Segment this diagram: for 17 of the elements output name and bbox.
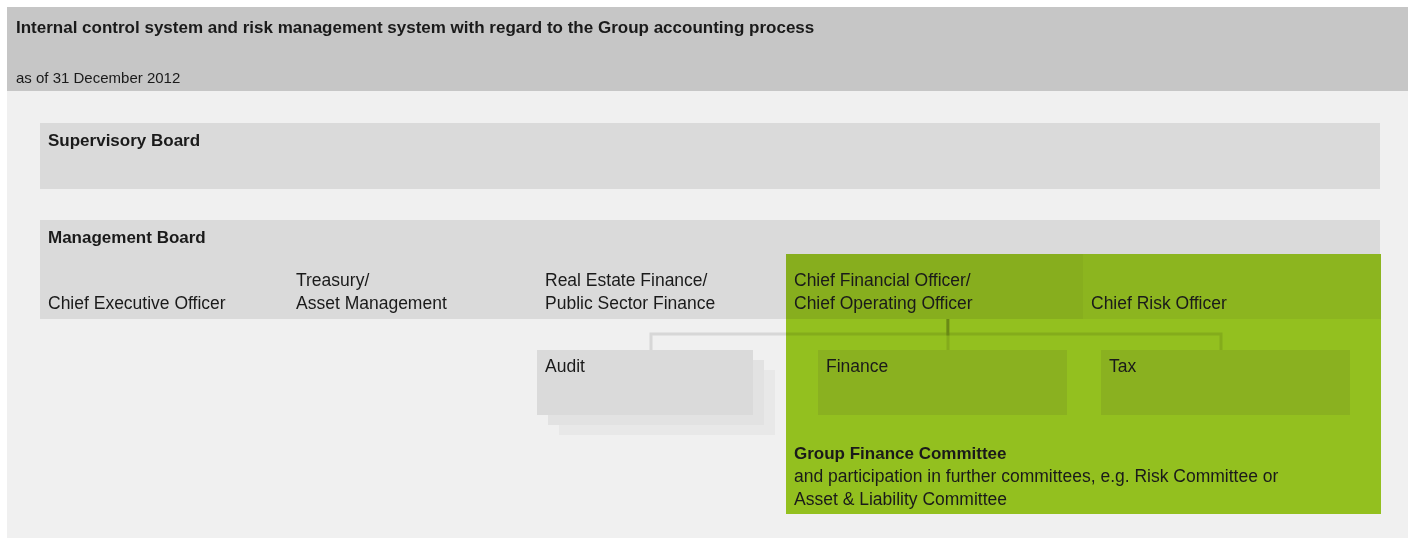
label: Chief Risk Officer xyxy=(1091,292,1228,315)
committee-area xyxy=(786,319,1381,514)
heading: Group Finance Committee xyxy=(794,443,1008,465)
label: Chief Financial Officer/ Chief Operating Officer xyxy=(794,269,974,315)
label: Audit xyxy=(545,355,586,378)
department-box xyxy=(537,350,753,415)
label: Tax xyxy=(1109,355,1138,378)
label: Treasury/ Asset Management xyxy=(296,269,448,315)
label: Real Estate Finance/ Public Sector Finance xyxy=(545,269,717,315)
date-note: as of 31 December 2012 xyxy=(16,68,181,88)
heading: Supervisory Board xyxy=(48,130,202,152)
label: Finance xyxy=(826,355,890,378)
title: Internal control system and risk management system with regard to the Group accounting process xyxy=(16,17,815,39)
connector-line xyxy=(946,319,1223,350)
heading: Management Board xyxy=(48,227,207,249)
description: and participation in further committees, e.g. Risk Committee or Asset & Liability Committee xyxy=(794,465,1280,511)
label: Chief Executive Officer xyxy=(48,292,227,315)
